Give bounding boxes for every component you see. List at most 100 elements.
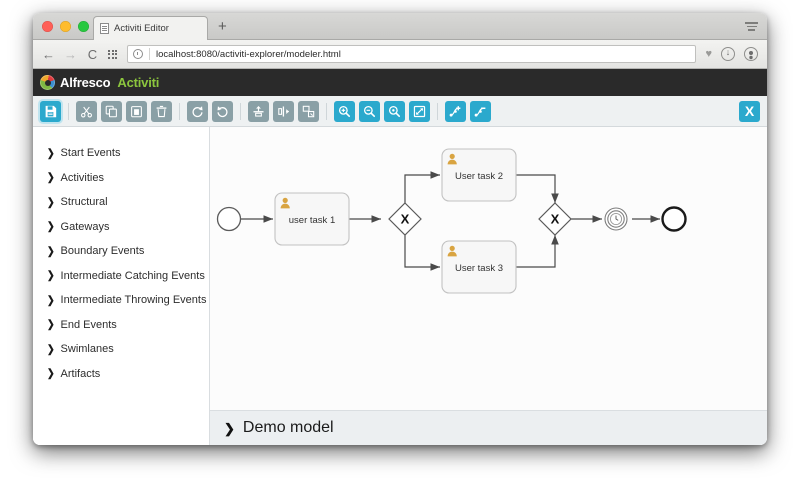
user-icon [280,197,290,209]
palette-group-artifacts[interactable]: ❯ Artifacts [47,362,209,387]
close-window-button[interactable] [42,21,53,32]
delete-button[interactable] [151,100,172,122]
flow-gw1-task2 [404,171,440,203]
bpmn-diagram[interactable]: user task 1 X [210,127,766,410]
palette-group-gateways[interactable]: ❯ Gateways [47,215,209,240]
download-icon[interactable] [721,47,735,61]
chevron-right-icon: ❯ [47,146,55,159]
palette-group-label: Intermediate Throwing Events [60,294,207,307]
minimize-window-button[interactable] [60,21,71,32]
bpmn-canvas[interactable]: user task 1 X [210,127,767,410]
start-event-node[interactable] [216,206,242,232]
sequence-flows [240,171,660,271]
user-task-node-2[interactable]: User task 2 [441,148,517,202]
alfresco-logo-icon [40,75,55,90]
palette-group-activities[interactable]: ❯ Activities [47,166,209,191]
page-content: Alfresco Activiti [33,69,767,445]
profile-avatar-icon[interactable] [744,47,758,61]
page-icon [100,23,109,34]
toolbar-separator [240,102,241,120]
remove-bendpoint-button[interactable] [470,100,491,122]
model-properties-bar[interactable]: ❯ Demo model [210,410,767,445]
exclusive-gateway-node-1[interactable]: X [388,202,422,236]
brand-activiti-label: Activiti [117,75,160,90]
zoom-fit-button[interactable] [409,100,430,122]
palette-group-label: Activities [60,171,104,184]
palette-group-intermediate-catching-events[interactable]: ❯ Intermediate Catching Events [47,264,209,289]
redo-button[interactable] [187,100,208,122]
palette-group-label: Boundary Events [60,245,145,258]
user-task-node-3[interactable]: User task 3 [441,240,517,294]
browser-nav-bar: ← → C localhost:8080/activiti-explorer/m… [33,40,767,69]
palette-group-label: Structural [60,196,108,209]
palette-group-label: End Events [60,318,117,331]
user-task-label-3: User task 3 [455,263,503,274]
palette-group-swimlanes[interactable]: ❯ Swimlanes [47,337,209,362]
brand-alfresco-label: Alfresco [60,75,111,90]
palette-group-label: Start Events [60,147,121,160]
hamburger-menu-icon[interactable] [745,22,758,31]
user-icon [447,245,457,257]
chevron-right-icon: ❯ [47,244,55,257]
user-icon [447,153,457,165]
apps-grid-icon[interactable] [108,49,118,59]
chevron-right-icon: ❯ [47,293,55,306]
undo-button[interactable] [212,100,233,122]
new-tab-button[interactable]: + [218,18,227,35]
palette-group-boundary-events[interactable]: ❯ Boundary Events [47,239,209,264]
url-divider [149,48,150,60]
app-header: Alfresco Activiti [33,69,767,96]
forward-button[interactable]: → [64,46,77,62]
model-name-label: Demo model [242,419,334,436]
address-bar[interactable]: localhost:8080/activiti-explorer/modeler… [127,45,697,63]
palette-group-start-events[interactable]: ❯ Start Events [47,141,209,166]
paste-button[interactable] [126,100,147,122]
gateway-label-1: X [401,212,410,227]
maximize-window-button[interactable] [78,21,89,32]
chevron-right-icon: ❯ [47,367,55,379]
palette-group-end-events[interactable]: ❯ End Events [47,313,209,338]
palette-group-label: Intermediate Catching Events [60,269,205,282]
bookmark-heart-icon[interactable]: ♥ [705,47,712,60]
same-size-button[interactable] [298,100,319,122]
browser-tab-strip: Activiti Editor + [33,13,767,40]
user-task-label-1: user task 1 [289,215,335,226]
chevron-right-icon: ❯ [47,269,55,281]
copy-button[interactable] [101,100,122,122]
chevron-right-icon: ❯ [47,220,55,232]
close-editor-button[interactable]: X [739,100,760,122]
palette-group-structural[interactable]: ❯ Structural [47,190,209,215]
back-button[interactable]: ← [42,46,55,62]
toolbar-separator [68,102,69,120]
user-task-node-1[interactable]: user task 1 [274,192,350,246]
reload-button[interactable]: C [87,46,98,62]
chevron-right-icon: ❯ [224,420,235,436]
palette-group-intermediate-throwing-events[interactable]: ❯ Intermediate Throwing Events [47,288,209,313]
flow-gw1-task3 [404,235,440,271]
exclusive-gateway-node-2[interactable]: X [538,202,572,236]
chevron-right-icon: ❯ [47,195,55,208]
canvas-wrap: user task 1 X [210,127,767,445]
align-horizontal-button[interactable] [273,100,294,122]
palette-group-label: Swimlanes [60,343,114,356]
site-info-icon[interactable] [133,49,143,59]
url-text: localhost:8080/activiti-explorer/modeler… [156,48,341,60]
flow-task3-gw2 [516,235,559,268]
add-bendpoint-button[interactable] [445,100,466,122]
zoom-in-button[interactable] [334,100,355,122]
gateway-label-2: X [551,212,560,227]
browser-tab[interactable]: Activiti Editor [93,16,208,40]
toolbar-separator [326,102,327,120]
intermediate-catching-event-node[interactable] [604,207,628,231]
cut-button[interactable] [76,100,97,122]
stencil-palette: ❯ Start Events ❯ Activities ❯ Structural… [33,127,210,445]
user-task-label-2: User task 2 [455,171,503,182]
align-vertical-button[interactable] [248,100,269,122]
end-event-node[interactable] [661,206,687,232]
save-button[interactable] [40,100,61,122]
toolbar-separator [437,102,438,120]
palette-group-label: Gateways [60,220,110,233]
zoom-out-button[interactable] [359,100,380,122]
zoom-actual-button[interactable] [384,100,405,122]
toolbar-separator [179,102,180,120]
